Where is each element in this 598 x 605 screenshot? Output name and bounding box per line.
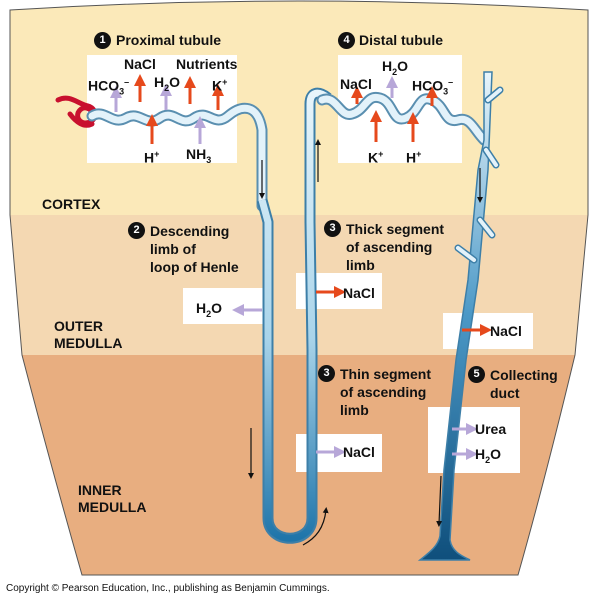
step2-line2: limb of (150, 241, 196, 257)
step2-line3: loop of Henle (150, 259, 239, 275)
proximal-k: K+ (212, 77, 228, 94)
step3-thick-line1: Thick segment (346, 221, 445, 237)
step-title-distal: Distal tubule (359, 32, 444, 48)
glomerulus (55, 95, 98, 128)
distal-nacl: NaCl (340, 76, 372, 92)
duct-urea: Urea (475, 421, 507, 437)
duct-box (428, 407, 520, 473)
step-title-proximal: Proximal tubule (116, 32, 222, 48)
region-outer-medulla-2: MEDULLA (54, 335, 123, 351)
proximal-h: H+ (144, 149, 160, 166)
distal-h2o: H2O (382, 58, 409, 77)
proximal-nh3: NH3 (186, 146, 212, 165)
copyright-text: Copyright © Pearson Education, Inc., pub… (6, 583, 330, 594)
proximal-nacl: NaCl (124, 56, 156, 72)
distal-k: K+ (368, 149, 384, 166)
step3-thin-line3: limb (340, 402, 369, 418)
region-cortex: CORTEX (42, 196, 101, 212)
step3-thin-line1: Thin segment (340, 366, 432, 382)
region-outer-medulla-1: OUTER (54, 318, 103, 334)
collecting-duct (417, 71, 493, 561)
step-number-5: 5 (468, 366, 485, 383)
step3-thick-line2: of ascending (346, 239, 433, 255)
duct-h2o: H2O (475, 446, 502, 465)
descending-h2o: H2O (196, 300, 223, 319)
region-inner-medulla-2: MEDULLA (78, 499, 147, 515)
step-number-4: 4 (338, 32, 355, 49)
step3-thick-line3: limb (346, 257, 375, 273)
region-inner-medulla-1: INNER (78, 482, 122, 498)
proximal-box (87, 55, 237, 163)
proximal-hco3: HCO3– (88, 77, 130, 97)
duct-nacl: NaCl (490, 323, 522, 339)
distal-hco3: HCO3– (412, 77, 454, 97)
step-number-3-thick: 3 (324, 220, 341, 237)
proximal-h2o: H2O (154, 74, 181, 93)
distal-h: H+ (406, 149, 422, 166)
step2-line1: Descending (150, 223, 230, 239)
thick-nacl: NaCl (343, 285, 375, 301)
descending-box (183, 288, 265, 324)
step3-thin-line2: of ascending (340, 384, 427, 400)
step5-line2: duct (490, 385, 520, 401)
thin-nacl: NaCl (343, 444, 375, 460)
step5-line1: Collecting (490, 367, 558, 383)
step-number-3-thin: 3 (318, 365, 335, 382)
step-number-1: 1 (94, 32, 111, 49)
proximal-nutrients: Nutrients (176, 56, 238, 72)
step-number-2: 2 (128, 222, 145, 239)
